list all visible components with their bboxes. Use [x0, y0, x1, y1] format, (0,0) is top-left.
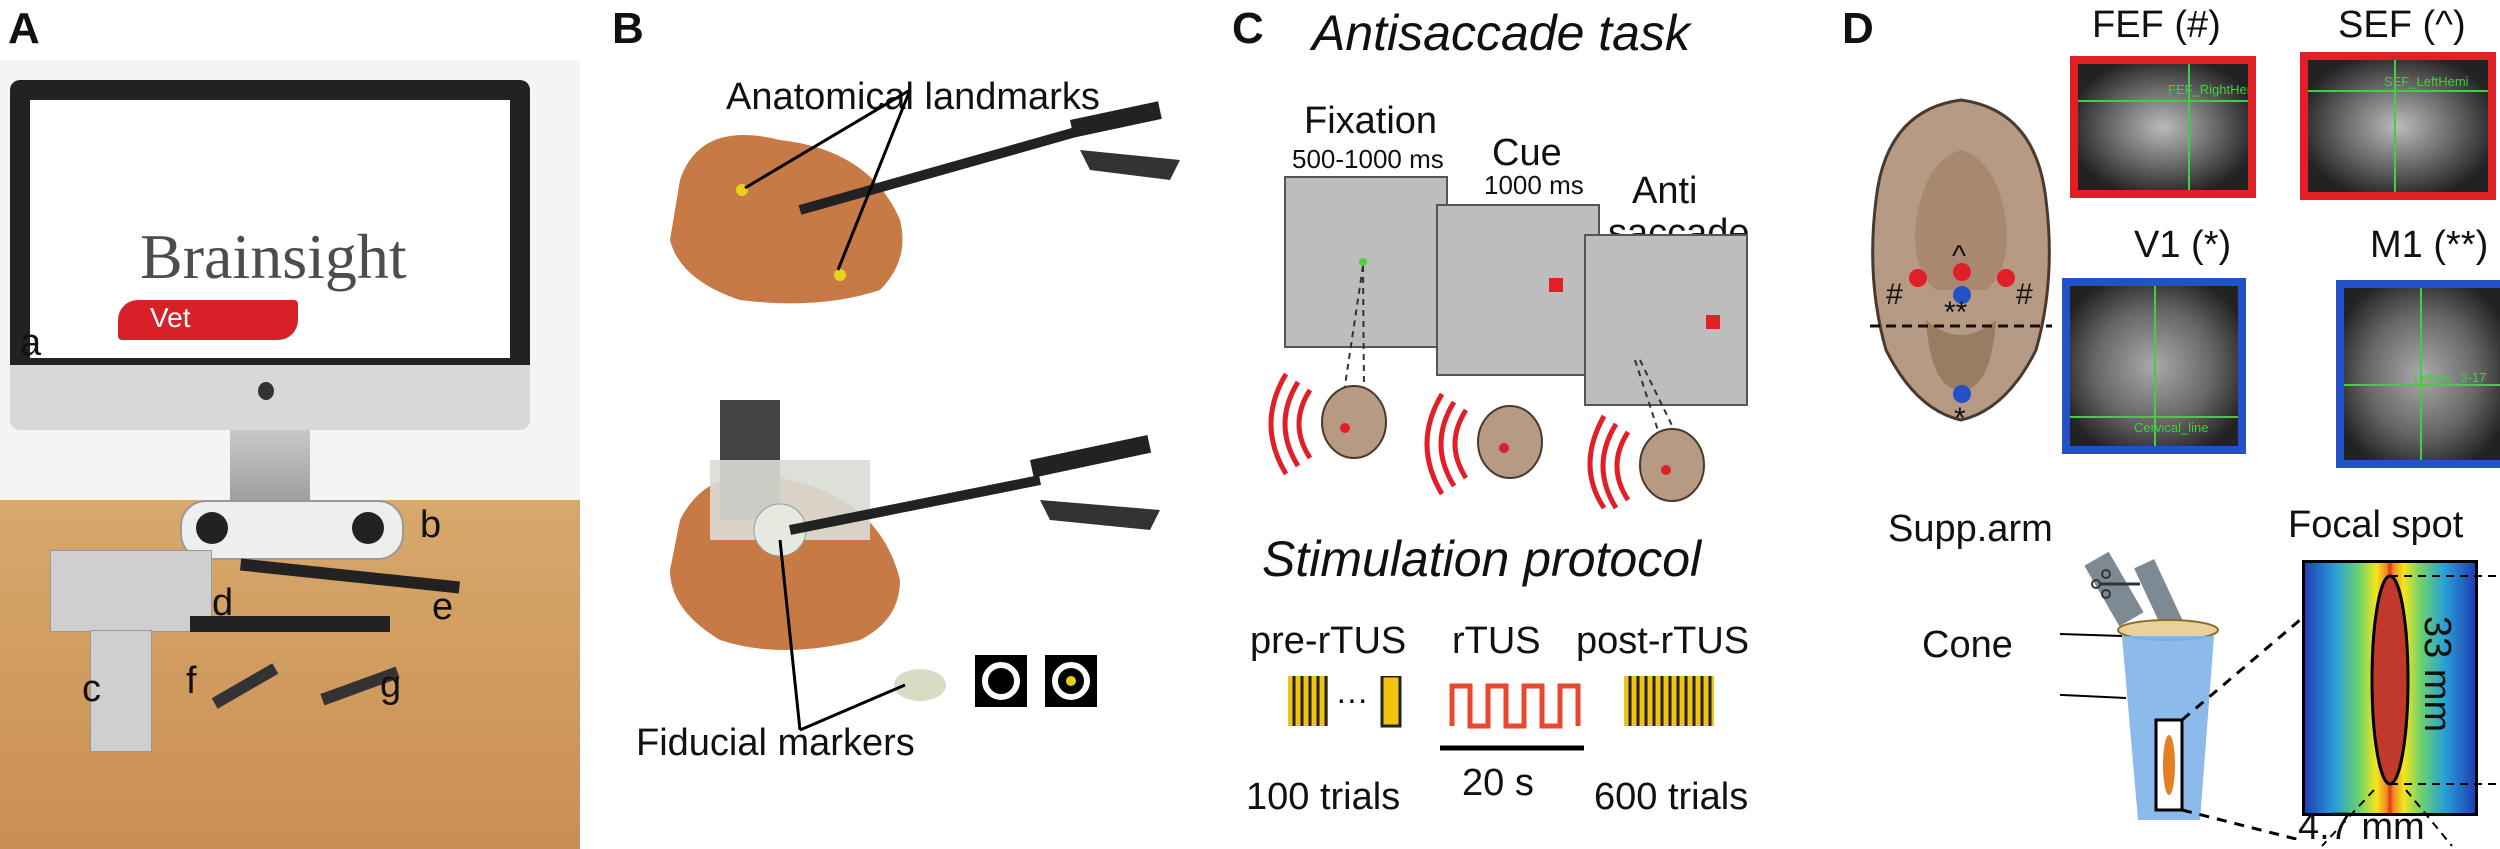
part-label-b: b — [420, 504, 442, 546]
sef-mark: ^ — [1952, 240, 1967, 273]
cue-target — [1549, 278, 1563, 292]
fef-overlay-text: FEF_RightHemi — [2168, 82, 2256, 97]
part-label-d: d — [212, 582, 234, 624]
screen-3-title: Anti — [1632, 170, 1698, 212]
part-label-e: e — [432, 586, 454, 628]
sound-wave-icon-2 — [1424, 392, 1469, 496]
sound-wave-icon-1 — [1268, 372, 1313, 476]
support-arm — [2084, 551, 2144, 627]
monkey-head-3d-top — [670, 135, 903, 304]
fef-right-mark: # — [2016, 278, 2033, 311]
m1-marker — [1953, 286, 1971, 304]
screen-2-duration: 1000 ms — [1484, 170, 1584, 200]
rtus-duration: 20 s — [1462, 762, 1534, 804]
landmark-right — [834, 269, 846, 281]
screen-2-title: Cue — [1492, 132, 1562, 174]
rtus-pulse-train — [1449, 683, 1581, 729]
pointer-bottom — [789, 475, 1041, 535]
task-schematic — [1268, 258, 1720, 510]
m1-overlay-text: Lobule_3-17 — [2414, 370, 2487, 385]
cue-screen — [1436, 204, 1600, 376]
antisaccade-task-title: Antisaccade task — [1312, 5, 1690, 61]
focal-length-label: 33 mm — [2416, 616, 2458, 733]
skull-diagram — [1870, 98, 2052, 422]
fef-right-marker — [1997, 269, 2015, 287]
rtus-label: rTUS — [1452, 620, 1541, 662]
panel-d-letter: D — [1842, 4, 1874, 53]
focal-spot-annotation — [2321, 574, 2500, 847]
fef-left-mark: # — [1886, 278, 1903, 311]
fiducial-markers-label: Fiducial markers — [636, 722, 915, 764]
sef-marker — [1953, 263, 1971, 281]
v1-marker — [1953, 385, 1971, 403]
fixation-point — [1359, 258, 1367, 266]
brainsight-vet-badge — [118, 300, 298, 340]
focal-spot-label: Focal spot — [2288, 504, 2464, 546]
sef-overlay-text: SEF_LeftHemi — [2384, 74, 2469, 89]
panel-b-letter: B — [612, 4, 644, 53]
post-rtus-label: post-rTUS — [1576, 620, 1750, 662]
v1-mark: * — [1954, 402, 1966, 435]
post-rtus-trials: 600 trials — [1594, 776, 1749, 818]
m1-mark: ** — [1944, 296, 1968, 329]
part-label-a: a — [20, 322, 42, 364]
stimulation-protocol-title: Stimulation protocol — [1262, 531, 1702, 587]
v1-overlay-text: Cervical_line — [2134, 420, 2209, 435]
screen-1-duration: 500-1000 ms — [1292, 144, 1444, 174]
anatomical-landmarks-label: Anatomical landmarks — [726, 76, 1100, 118]
transducer-diagram — [2060, 551, 2300, 840]
v1-mri: Cervical_line — [2062, 278, 2246, 454]
supp-arm-label: Supp.arm — [1888, 508, 2053, 550]
antisaccade-screen — [1584, 234, 1748, 406]
apple-logo-icon — [258, 382, 274, 400]
monkey-head-1 — [1321, 385, 1387, 459]
pre-rtus-trials: 100 trials — [1246, 776, 1401, 818]
protocol-schematic: ··· — [1288, 676, 1714, 751]
part-label-c: c — [82, 668, 101, 710]
pointer-top — [798, 123, 1092, 215]
fiducial-marker-object — [894, 669, 946, 701]
sef-mri: SEF_LeftHemi — [2300, 52, 2496, 200]
part-label-g: g — [380, 664, 402, 706]
monkey-head-2 — [1477, 405, 1543, 479]
panel-c-letter: C — [1232, 4, 1264, 53]
brainsight-vet-text: Vet — [150, 302, 191, 333]
v1-label: V1 (*) — [2134, 224, 2232, 266]
fef-label: FEF (#) — [2092, 4, 2221, 46]
fef-left-marker — [1909, 269, 1927, 287]
pre-rtus-label: pre-rTUS — [1250, 620, 1407, 662]
head-plate — [50, 550, 212, 632]
sef-label: SEF (^) — [2338, 4, 2466, 46]
brainsight-logo: Brainsight — [140, 221, 407, 292]
sound-wave-icon-3 — [1587, 414, 1631, 510]
screen-1-title: Fixation — [1304, 100, 1438, 142]
cone-label: Cone — [1922, 624, 2013, 666]
focal-width-label: 4.7 mm — [2298, 806, 2425, 848]
panel-b-graphics — [670, 88, 1180, 732]
panel-a-letter: A — [8, 4, 40, 53]
m1-label: M1 (**) — [2370, 224, 2489, 266]
monkey-head-3 — [1639, 428, 1705, 502]
panel-a-photo: Brainsight Vet a b c d e f g — [0, 60, 580, 849]
svg-text:···: ··· — [1336, 681, 1368, 717]
part-label-f: f — [186, 660, 197, 702]
fef-mri: FEF_RightHemi — [2070, 56, 2256, 198]
anti-target — [1706, 315, 1720, 329]
m1-mri: Lobule_3-17 — [2336, 280, 2500, 468]
